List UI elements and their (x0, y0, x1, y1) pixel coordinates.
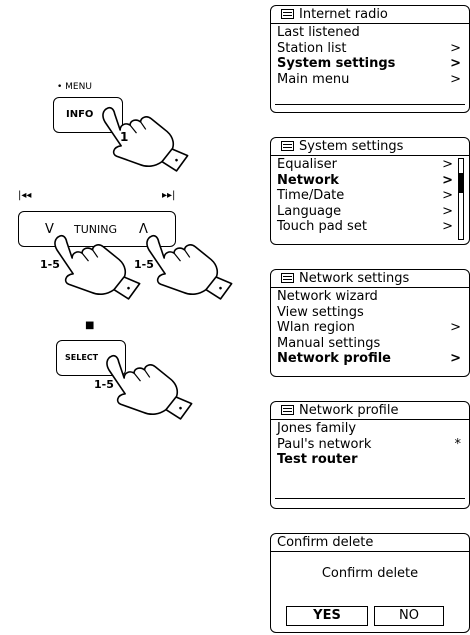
menu-item[interactable]: Touch pad set> (277, 219, 453, 234)
screen-system-settings: System settings Equaliser> Network> Time… (270, 137, 470, 245)
profile-item[interactable]: Jones family (277, 421, 357, 436)
menu-label: • MENU (57, 82, 92, 92)
divider (275, 104, 465, 105)
hand-select (100, 334, 197, 440)
menu-item-selected[interactable]: Network profile> (277, 351, 461, 366)
menu-item[interactable]: Main menu> (277, 71, 461, 87)
no-button[interactable]: NO (374, 606, 444, 626)
screen-internet-radio: Internet radio Last listened Station lis… (270, 5, 470, 113)
menu-item[interactable]: Language> (277, 203, 453, 219)
menu-item[interactable]: Last listened (277, 25, 360, 40)
scrollbar[interactable] (458, 158, 464, 240)
yes-button[interactable]: YES (286, 606, 368, 626)
hand-tuning-left (48, 214, 145, 320)
next-track-icon: ▸▸| (162, 190, 176, 201)
hand-tuning-right (140, 214, 237, 320)
hand-info (96, 86, 193, 192)
menu-item[interactable]: Wlan region> (277, 320, 461, 335)
menu-item-selected[interactable]: Network> (277, 172, 453, 188)
screen-title: Internet radio (271, 6, 469, 24)
step-number-tuning-left: 1-5 (40, 258, 60, 271)
scrollbar-thumb[interactable] (459, 173, 463, 193)
profile-item-selected[interactable]: Test router (277, 452, 358, 467)
prev-track-icon: |◂◂ (18, 190, 32, 201)
screen-title: Network settings (271, 270, 469, 288)
tuning-down-button[interactable]: V (45, 222, 54, 237)
screen-title: Confirm delete (271, 534, 469, 552)
confirm-message: Confirm delete (321, 566, 419, 581)
screen-network-profile: Network profile Jones family Paul's netw… (270, 401, 470, 509)
screen-confirm-delete: Confirm delete Confirm delete YES NO (270, 533, 470, 633)
menu-item-selected[interactable]: System settings> (277, 56, 461, 71)
menu-list-icon (281, 9, 294, 19)
divider (275, 498, 465, 499)
profile-item[interactable]: Paul's network* (277, 436, 461, 452)
menu-item[interactable]: Network wizard (277, 289, 378, 304)
menu-list-icon (281, 405, 294, 415)
select-button-label: SELECT (65, 353, 99, 362)
step-number-tuning-right: 1-5 (134, 258, 154, 271)
menu-item[interactable]: Equaliser> (277, 157, 453, 172)
menu-list-icon (281, 141, 294, 151)
menu-item[interactable]: View settings (277, 304, 364, 320)
info-button-label: INFO (66, 109, 94, 120)
screen-network-settings: Network settings Network wizard View set… (270, 269, 470, 377)
screen-title: Network profile (271, 402, 469, 420)
menu-list-icon (281, 273, 294, 283)
menu-item[interactable]: Station list> (277, 40, 461, 56)
hand-illustrations (48, 86, 237, 440)
step-number-info: 1 (120, 130, 129, 144)
screen-title: System settings (271, 138, 469, 156)
stop-icon: ■ (85, 320, 95, 331)
step-number-select: 1-5 (94, 378, 114, 391)
menu-item[interactable]: Time/Date> (277, 188, 453, 203)
tuning-label: TUNING (74, 223, 117, 236)
tuning-up-button[interactable]: Λ (139, 222, 148, 237)
menu-item[interactable]: Manual settings (277, 335, 381, 351)
